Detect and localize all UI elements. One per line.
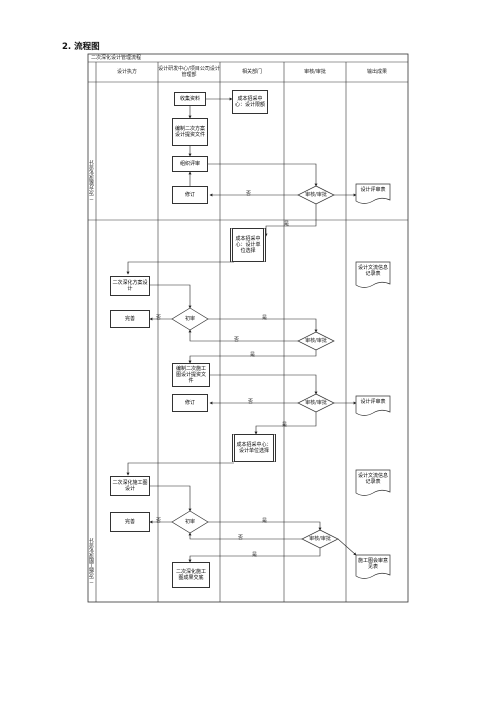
node-revise-2: 修订 [172, 394, 208, 412]
edge-label-no-1: 否 [246, 191, 252, 197]
edge-label-yes-2: 是 [262, 315, 268, 321]
edge-label-no-6: 否 [238, 535, 244, 541]
edge-label-yes-5: 是 [262, 518, 268, 524]
node-construction-brief: 编制二次施工图设计提资文件 [172, 363, 210, 387]
section-heading: 2. 流程图 [62, 42, 100, 52]
edge-label-yes-1: 是 [284, 221, 290, 227]
decision-approve-1: 审核/审批 [305, 192, 327, 198]
node-revise-1: 修订 [172, 186, 208, 204]
column-header-review: 审核/审批 [304, 69, 326, 75]
node-collect-data: 收集资料 [174, 92, 206, 106]
column-header-related-dept: 相关部门 [241, 69, 262, 75]
output-review-form-2: 设计评审表 [360, 399, 386, 405]
decision-initial-review-2: 初审 [184, 519, 195, 525]
node-scheme-brief: 编制二次方案设计提资文件 [172, 118, 208, 146]
node-construction-handover: 二次深化施工图成果交底 [172, 562, 210, 588]
lane-label-construction: 二次施工图深化设计 [89, 538, 95, 584]
output-drawing-review-form: 施工图会审意见表 [357, 558, 388, 570]
output-info-record-1: 设计文流信息记录表 [357, 265, 388, 277]
edge-label-no-3: 否 [234, 337, 240, 343]
output-info-record-2: 设计文流信息记录表 [357, 473, 388, 485]
column-header-output: 输出成果 [366, 69, 387, 75]
edge-label-no-2: 否 [156, 315, 162, 321]
node-improve-2: 完善 [110, 512, 150, 532]
column-header-design-center: 设计研发中心/项目公司设计管理部 [158, 66, 220, 78]
node-improve-1: 完善 [110, 310, 150, 328]
node-cost-limit: 成本招采中心：设计限额 [232, 90, 268, 114]
node-select-designer-1: 成本招采中心：设计单位选择 [230, 228, 266, 262]
column-header-designer: 设计执方 [116, 69, 137, 75]
edge-label-yes-3: 是 [250, 352, 256, 358]
output-review-form-1: 设计评审表 [360, 187, 386, 193]
decision-approve-3: 审核/审批 [305, 400, 327, 406]
edge-label-no-5: 否 [156, 518, 162, 524]
diagram-title: 二次深化设计管理流程 [91, 55, 142, 61]
node-scheme-design: 二次深化方案设计 [110, 276, 150, 296]
node-select-designer-2: 成本招采中心：设计单位选择 [232, 434, 276, 462]
edge-label-no-4: 否 [248, 399, 254, 405]
edge-label-yes-6: 是 [252, 552, 258, 558]
edge-label-yes-4: 是 [282, 422, 288, 428]
decision-approve-4: 审核/审批 [309, 536, 331, 542]
lane-label-scheme: 二次方案深化设计 [89, 160, 95, 200]
node-construction-design: 二次深化施工图设计 [110, 476, 150, 496]
decision-initial-review-1: 初审 [184, 316, 195, 322]
node-organize-review: 组织评审 [172, 156, 208, 172]
decision-approve-2: 审核/审批 [305, 338, 327, 344]
